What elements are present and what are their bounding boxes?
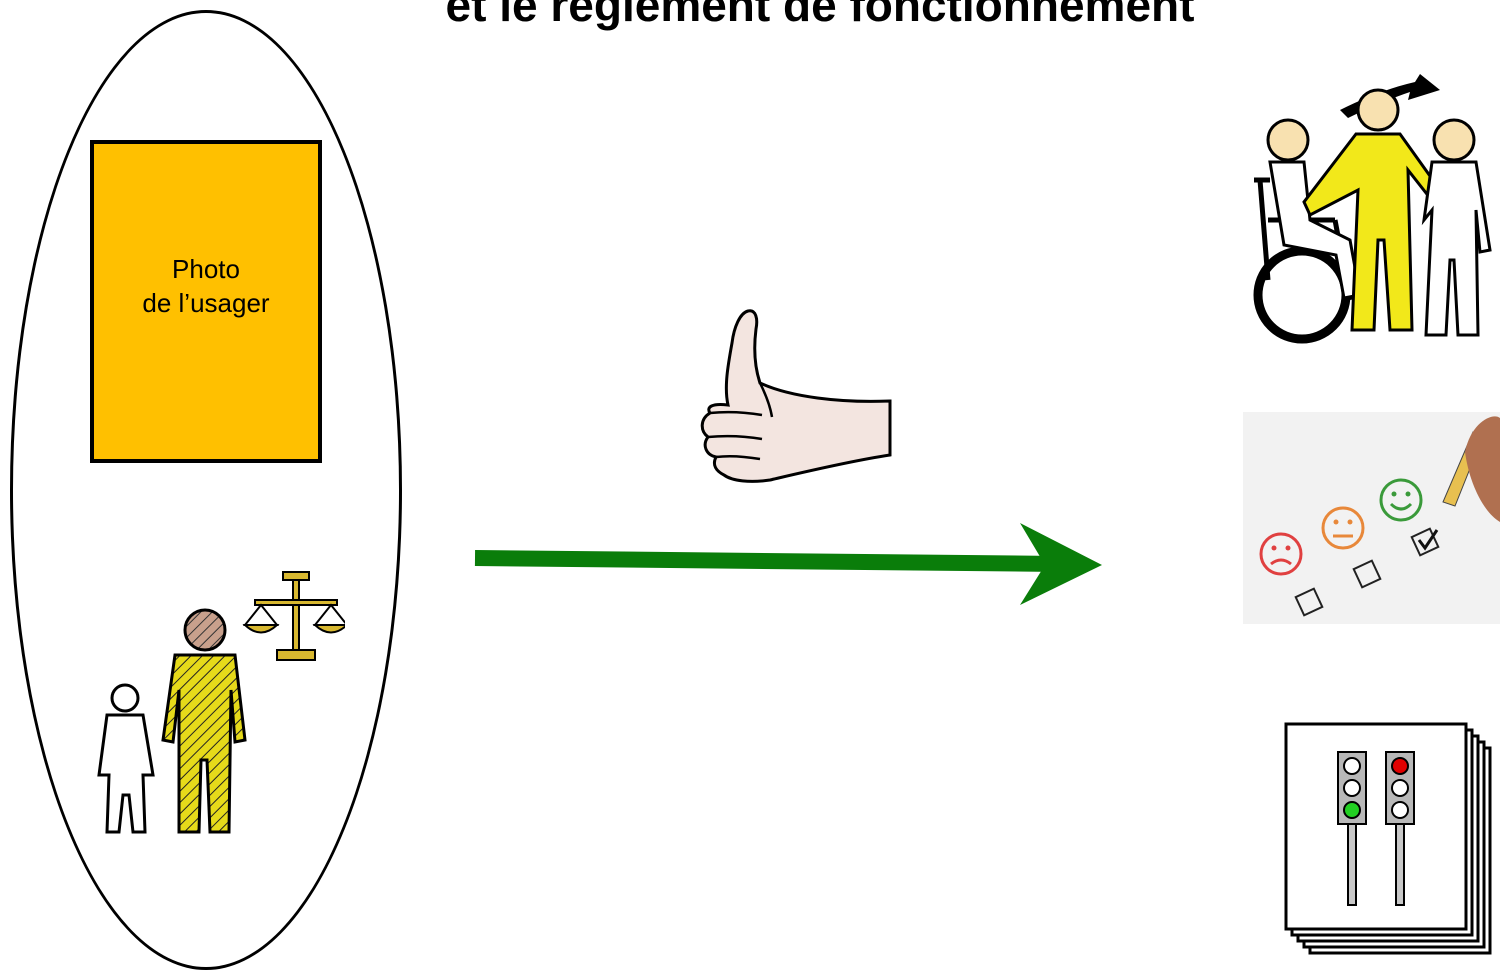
- user-ellipse: [10, 10, 402, 970]
- arrow-right-icon: [474, 523, 1102, 605]
- thumbs-up-icon: [700, 309, 892, 483]
- user-photo-placeholder: Photo de l’usager: [90, 140, 322, 463]
- support-people-icon: [1253, 74, 1492, 344]
- guardian-justice-icon: [97, 571, 345, 834]
- satisfaction-survey-icon: [1243, 412, 1500, 624]
- photo-label-line2: de l’usager: [142, 287, 270, 318]
- photo-label-line1: Photo: [172, 253, 240, 284]
- traffic-light-rules-icon: [1284, 722, 1492, 955]
- page-title: et le règlement de fonctionnement: [445, 0, 1195, 31]
